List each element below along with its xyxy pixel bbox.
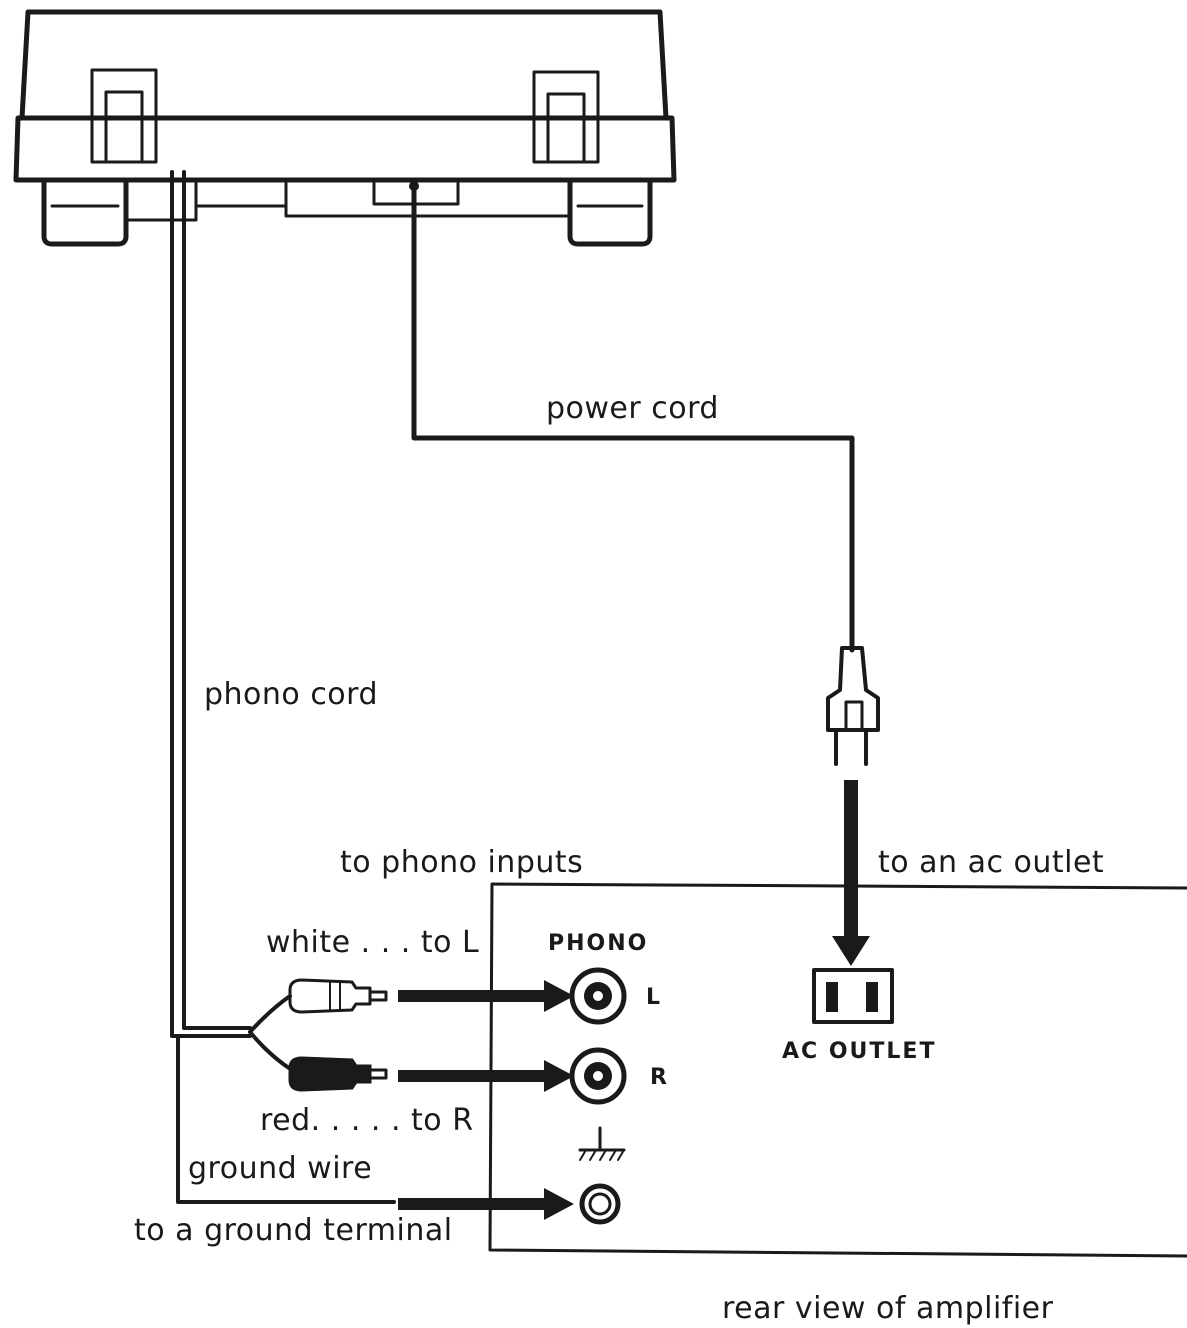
arrow-ground	[398, 1188, 574, 1220]
rca-plug-red-icon	[288, 1056, 388, 1092]
ground-symbol-icon	[578, 1126, 626, 1161]
turntable-rear-view	[13, 9, 677, 247]
rca-plug-white-icon	[288, 978, 388, 1014]
amplifier-rear-panel	[488, 882, 1187, 1258]
phono-cord-label: phono cord	[204, 677, 378, 712]
phono-panel-label: PHONO	[548, 931, 648, 956]
phono-jack-l	[569, 967, 627, 1025]
phono-cord	[170, 170, 294, 1072]
ac-outlet-icon	[812, 968, 894, 1024]
ground-terminal	[579, 1183, 621, 1225]
rear-view-label: rear view of amplifier	[722, 1291, 1054, 1326]
arrow-white-to-l	[398, 980, 574, 1012]
power-cord	[409, 181, 855, 653]
phono-jack-r	[569, 1047, 627, 1105]
ac-outlet-label: AC OUTLET	[782, 1039, 936, 1064]
ground-wire	[176, 1034, 396, 1204]
red-to-r-label: red. . . . . to R	[260, 1103, 474, 1138]
white-to-l-label: white . . . to L	[266, 925, 479, 960]
ac-plug-icon	[826, 646, 880, 766]
jack-r-label: R	[650, 1065, 669, 1090]
ac-arrow	[832, 780, 870, 966]
to-ground-terminal-label: to a ground terminal	[134, 1213, 453, 1248]
to-ac-outlet-label: to an ac outlet	[878, 845, 1104, 880]
ground-wire-label: ground wire	[188, 1151, 372, 1186]
jack-l-label: L	[646, 985, 662, 1010]
arrow-red-to-r	[398, 1060, 574, 1092]
to-phono-inputs-label: to phono inputs	[340, 845, 583, 880]
power-cord-label: power cord	[546, 391, 719, 426]
